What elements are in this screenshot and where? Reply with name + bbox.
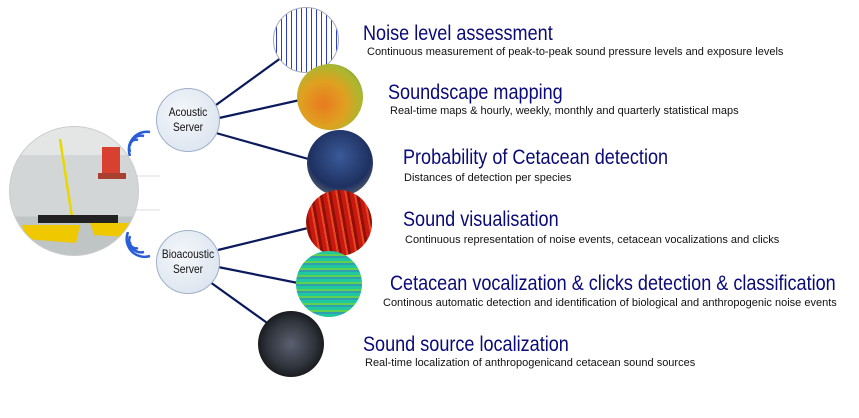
feature-title-visualisation: Sound visualisation: [403, 208, 559, 231]
bioacoustic-server: Bioacoustic Server: [156, 230, 220, 294]
line-noise: [215, 54, 286, 106]
wireless-icon: [125, 232, 151, 259]
noise-level-image: [273, 7, 339, 73]
line-localization: [209, 281, 271, 326]
soundscape-image: [297, 64, 363, 130]
line-cetacean: [217, 265, 299, 285]
feature-desc-probability: Distances of detection per species: [404, 172, 572, 184]
feature-title-noise: Noise level assessment: [363, 22, 553, 45]
localization-image: [258, 311, 324, 377]
cetacean-detection-image: [296, 251, 362, 317]
sound-visualisation-image: [306, 190, 372, 256]
feature-desc-soundscape: Real-time maps & hourly, weekly, monthly…: [390, 105, 739, 117]
feature-desc-localization: Real-time localization of anthropogenica…: [365, 357, 696, 369]
probability-image: [307, 130, 373, 196]
feature-title-probability: Probability of Cetacean detection: [403, 146, 669, 169]
line-soundscape: [218, 98, 301, 120]
feature-title-cetacean: Cetacean vocalization & clicks detection…: [390, 272, 836, 295]
acoustic-server: Acoustic Server: [156, 88, 220, 152]
feature-desc-cetacean: Continous automatic detection and identi…: [383, 297, 837, 309]
feature-desc-noise: Continuous measurement of peak-to-peak s…: [367, 46, 784, 58]
feature-title-soundscape: Soundscape mapping: [388, 81, 563, 104]
line-visualisation: [217, 226, 309, 252]
line-probability: [215, 131, 313, 162]
buoy-photo: [9, 126, 139, 256]
wireless-icon: [127, 130, 151, 156]
acoustic-server-label: Acoustic Server: [168, 105, 208, 134]
bioacoustic-server-label: Bioacoustic Server: [161, 247, 215, 276]
feature-desc-visualisation: Continuous representation of noise event…: [405, 234, 780, 246]
feature-title-localization: Sound source localization: [363, 333, 569, 356]
